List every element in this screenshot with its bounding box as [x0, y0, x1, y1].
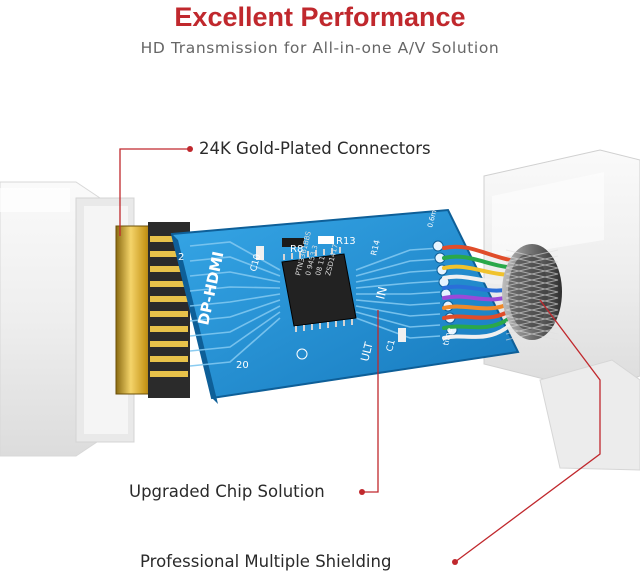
- pcb-label-r14: R14: [369, 239, 382, 256]
- pcb-label-ult: ULT: [358, 340, 375, 362]
- leader-shielding: [454, 299, 601, 563]
- braid-strand: [505, 255, 559, 269]
- braid-strand: [505, 327, 559, 341]
- leader-chip: [362, 310, 379, 493]
- pcb-label-c1: C1: [385, 339, 398, 353]
- pcb-trace: [189, 311, 281, 352]
- solder-pad: [432, 240, 444, 252]
- smd-capacitor: [256, 246, 264, 260]
- smd-component: [318, 236, 334, 244]
- pcb-trace: [355, 299, 441, 306]
- callout-chip-solution: Upgraded Chip Solution: [129, 482, 325, 501]
- pcb-trace: [189, 286, 281, 292]
- pcb-trace: [189, 305, 281, 337]
- braid-strand: [505, 285, 559, 299]
- pcb-trace: [189, 256, 281, 277]
- page-subtitle: HD Transmission for All-in-one A/V Solut…: [140, 39, 500, 57]
- pcb-trace: [189, 317, 281, 367]
- pcb-trace: [355, 269, 441, 283]
- callout-gold-connectors: 24K Gold-Plated Connectors: [199, 139, 431, 158]
- braid-strand: [505, 261, 559, 275]
- smd-resistor: [282, 238, 304, 247]
- gold-pin: [150, 266, 188, 272]
- pcb-trace: [356, 291, 441, 295]
- pcb-trace: [355, 317, 441, 339]
- pcb-pin-20: 20: [236, 360, 249, 371]
- braid-strand: [505, 249, 559, 263]
- braid-strand: [505, 303, 559, 317]
- smd-capacitor: [398, 328, 406, 342]
- braid-strand: [505, 279, 559, 293]
- braid-strand: [505, 273, 559, 287]
- mounting-hole: [296, 348, 308, 360]
- braid-strand: [505, 321, 559, 335]
- pcb-label-in: IN: [373, 285, 390, 301]
- braid-strand: [505, 297, 559, 311]
- pcb-trace: [355, 280, 441, 289]
- leader-dot-connectors: [187, 146, 193, 152]
- gold-pin: [150, 296, 188, 302]
- qfn-chip-icon: [281, 247, 357, 332]
- pcb-trace: [355, 305, 441, 317]
- gold-plated-connector: [115, 222, 190, 398]
- pcb-label-r13: R13: [336, 236, 356, 247]
- gold-pin: [150, 311, 188, 317]
- pcb-label-time: time: [441, 327, 454, 347]
- gold-pin: [150, 236, 188, 242]
- pcb-label-r8: R8: [290, 244, 303, 255]
- gold-pin: [150, 251, 188, 257]
- pcb-pin-2: 2: [178, 252, 184, 263]
- left-connector-housing: [0, 181, 135, 457]
- gold-pin: [150, 281, 188, 287]
- pcb-trace: [189, 299, 281, 322]
- page-title: Excellent Performance: [174, 2, 466, 32]
- pcb-trace: [189, 271, 281, 283]
- braided-shield: [502, 244, 562, 341]
- leader-connectors: [119, 148, 190, 236]
- pcb-trace: [355, 311, 441, 328]
- gold-pin: [150, 341, 188, 347]
- callout-leaders: [119, 148, 601, 563]
- braid-strand: [505, 315, 559, 329]
- gold-pin: [150, 356, 188, 362]
- pcb-label-c10: C10: [249, 253, 263, 273]
- braid-strand: [505, 267, 559, 281]
- pcb-trace: [355, 247, 441, 271]
- leader-dot-chip: [359, 489, 365, 495]
- gold-pin: [150, 371, 188, 377]
- pcb-trace: [189, 241, 281, 271]
- pcb-trace: [189, 293, 281, 307]
- braid-strand: [505, 291, 559, 305]
- gold-pin: [150, 326, 188, 332]
- callout-shielding: Professional Multiple Shielding: [140, 552, 392, 571]
- pcb-trace: [355, 258, 441, 277]
- leader-dot-shielding: [452, 559, 458, 565]
